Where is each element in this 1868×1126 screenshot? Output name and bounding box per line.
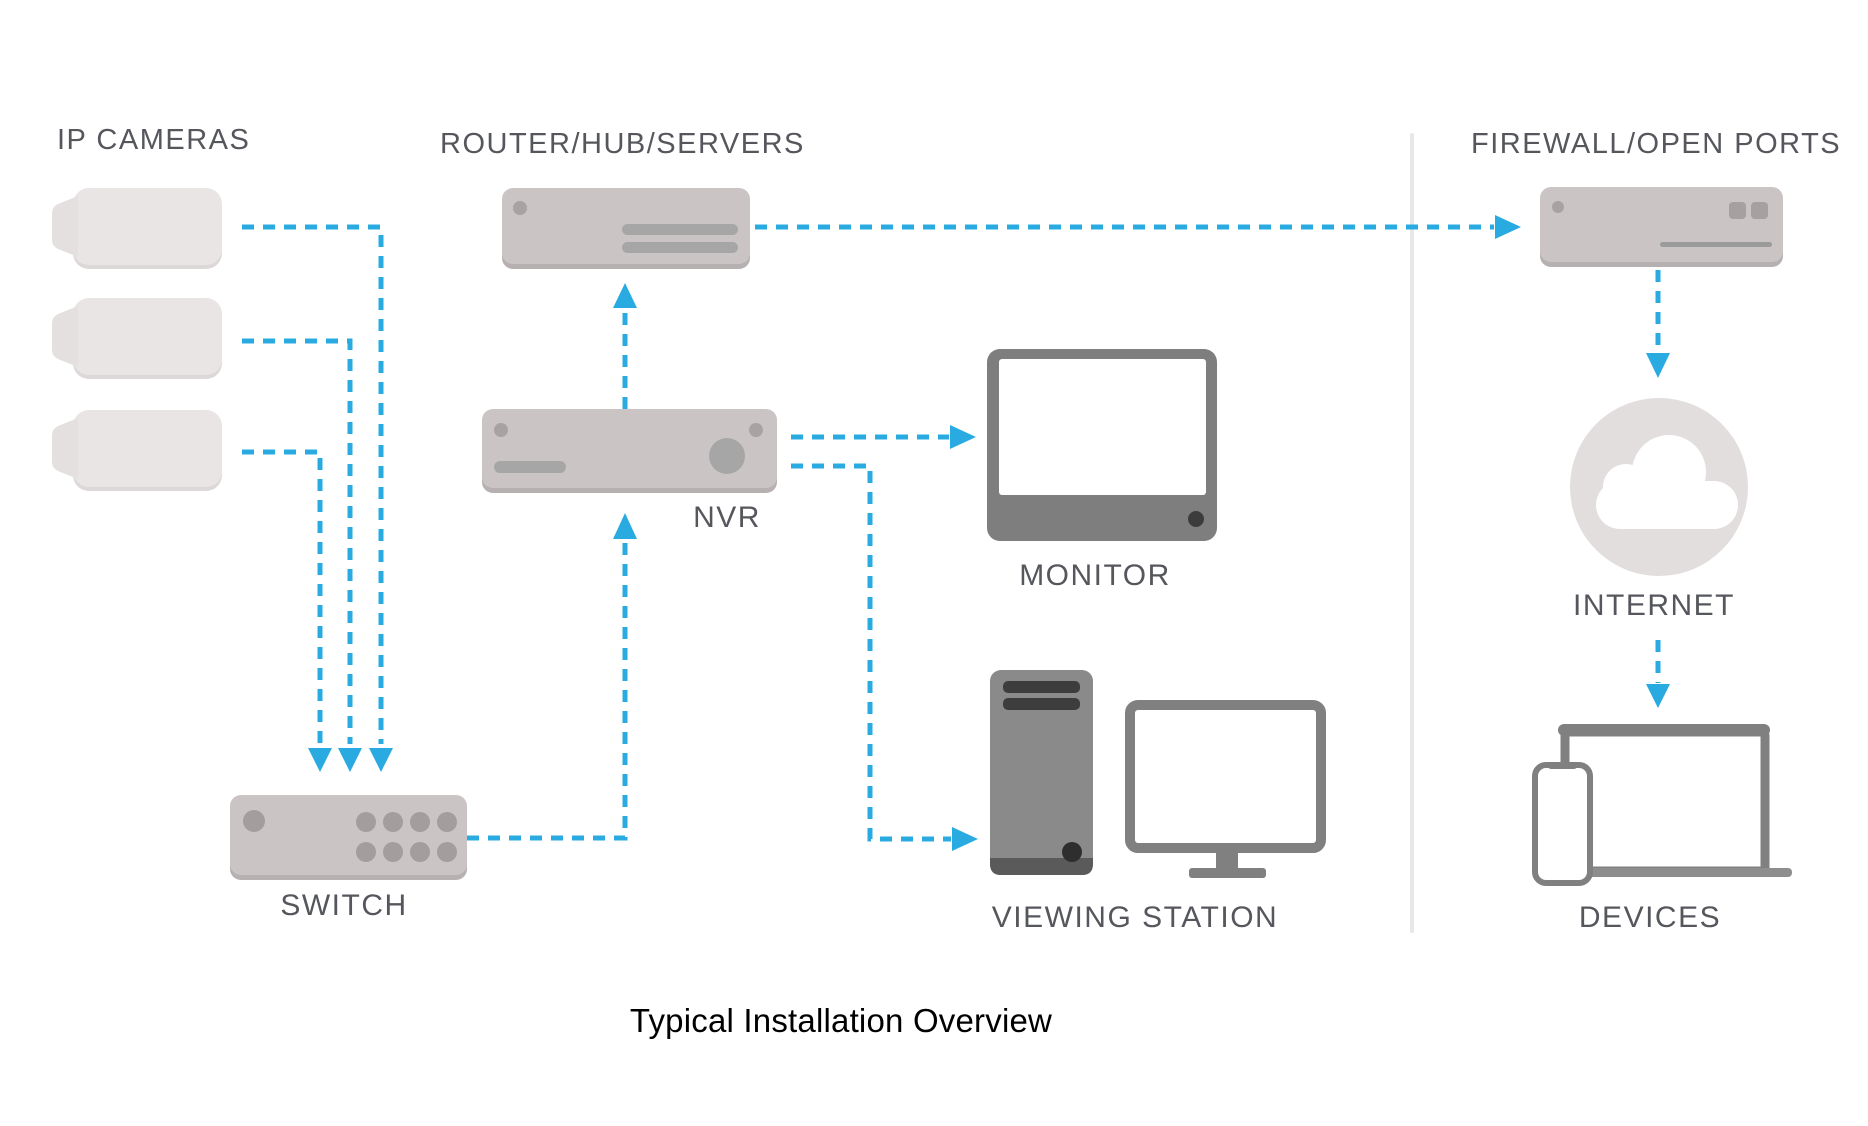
laptop-lid-edge [1558,724,1770,736]
connector-nvr-viewing-station [791,463,951,842]
display-stand-neck [1216,848,1238,872]
arrowhead-down-icon [1646,684,1670,708]
laptop-base [1540,868,1792,877]
arrowhead-down-icon [369,748,393,772]
vent-line [1660,242,1772,247]
tower-base-shade [990,858,1093,875]
connector-camera1-switch [242,224,384,744]
status-led [749,423,763,437]
connector-lines [242,224,1661,842]
monitor-screen [999,359,1206,495]
port-dot [356,842,376,862]
arrowhead-right-icon [950,425,976,449]
arrowhead-right-icon [1495,215,1521,239]
router-icon [502,188,750,269]
devices-icon [1532,724,1792,886]
laptop-screen [1560,727,1770,876]
drive-slot [494,461,566,473]
ip-camera-3-icon [52,410,222,491]
status-led [1552,201,1564,213]
arrowhead-up-icon [613,283,637,308]
port-dot [383,812,403,832]
ip-camera-1-icon [52,188,222,269]
phone [1532,762,1593,886]
tower-case [990,670,1093,875]
port-block [1751,202,1768,219]
firewall-icon [1540,187,1783,267]
vent-bar [622,224,738,235]
connector-camera3-switch [242,449,323,744]
port-dot [437,842,457,862]
port-dot [356,812,376,832]
vent-bar [622,242,738,253]
internet-cloud-icon [1570,398,1748,576]
arrowhead-down-icon [338,748,362,772]
display-stand-base [1189,868,1266,878]
firewall-label: FIREWALL/OPEN PORTS [1471,128,1842,160]
router-label: ROUTER/HUB/SERVERS [440,128,805,160]
connector-arrowheads [308,215,1670,851]
connector-camera2-switch [242,338,353,744]
port-dot [383,842,403,862]
ip-cameras-label: IP CAMERAS [57,124,251,156]
connector-switch-nvr [467,540,628,841]
power-button [1062,842,1082,862]
status-led [243,810,265,832]
control-knob [709,438,745,474]
phone-notch [1548,763,1577,769]
diagram-caption: Typical Installation Overview [629,1002,1053,1039]
arrowhead-right-icon [952,827,978,851]
port-dot [410,842,430,862]
vent-slot [1003,681,1080,693]
arrowhead-down-icon [308,748,332,772]
vent-slot [1003,698,1080,710]
internet-label: INTERNET [1573,589,1735,622]
arrowhead-up-icon [613,513,637,539]
port-block [1729,202,1746,219]
status-led [513,201,527,215]
viewing-station-icon [990,670,1326,878]
nvr-label: NVR [693,501,761,534]
viewing-station-label: VIEWING STATION [991,901,1279,934]
switch-icon [230,795,467,880]
power-button [1188,511,1204,527]
ip-camera-2-icon [52,298,222,379]
port-dot [437,812,457,832]
monitor-label: MONITOR [1019,559,1171,592]
devices-label: DEVICES [1578,901,1722,934]
arrowhead-down-icon [1646,353,1670,378]
status-led [494,423,508,437]
section-divider [1410,133,1414,933]
switch-label: SWITCH [280,889,408,922]
nvr-icon [482,409,777,493]
station-display [1125,700,1326,853]
monitor-icon [987,349,1217,541]
port-dot [410,812,430,832]
